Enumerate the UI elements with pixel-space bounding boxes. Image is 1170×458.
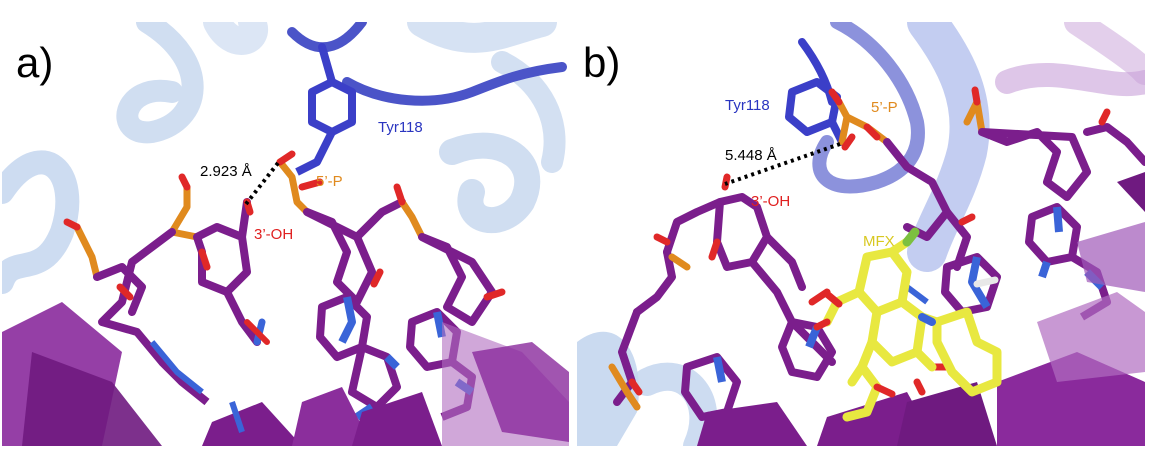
structure-render-a — [2, 22, 569, 446]
distance-label-a: 2.923 Å — [200, 163, 252, 180]
protein-ribbons-a — [2, 22, 566, 294]
ligand-label-b: MFX — [863, 233, 895, 250]
panel-b: b) Tyr118 5’-P 5.448 Å 3’-OH MFX — [577, 22, 1145, 446]
distance-label-b: 5.448 Å — [725, 147, 777, 164]
oxygen-atoms-a — [63, 150, 506, 301]
lower-stack-b — [697, 172, 1145, 446]
structure-render-b — [577, 22, 1145, 446]
mfx-hydrogen-b — [973, 276, 999, 288]
tyr118-sidechain-a — [295, 78, 356, 176]
phosphate-label-b: 5’-P — [871, 99, 898, 116]
panel-a: a) Tyr118 2.923 Å 5’-P 3’-OH — [2, 22, 569, 446]
panel-letter-a: a) — [16, 39, 54, 86]
mfx-oxygens-b — [813, 290, 896, 398]
hydroxyl-label-a: 3’-OH — [254, 226, 294, 243]
dna-backbone-a — [73, 158, 496, 346]
lower-stack-a — [2, 302, 569, 446]
tyr-backbone-a — [287, 22, 567, 106]
hydroxyl-label-b: 3’-OH — [751, 193, 791, 210]
phosphate-label-a: 5’-P — [316, 173, 343, 190]
fluorine-atom-b — [902, 227, 920, 247]
bases-a — [100, 293, 476, 421]
residue-label-a: Tyr118 — [378, 119, 423, 136]
distance-line-a — [244, 161, 280, 206]
mfx-nitrogen-b — [918, 313, 936, 326]
residue-label-b: Tyr118 — [725, 97, 770, 114]
panel-letter-b: b) — [583, 39, 621, 86]
